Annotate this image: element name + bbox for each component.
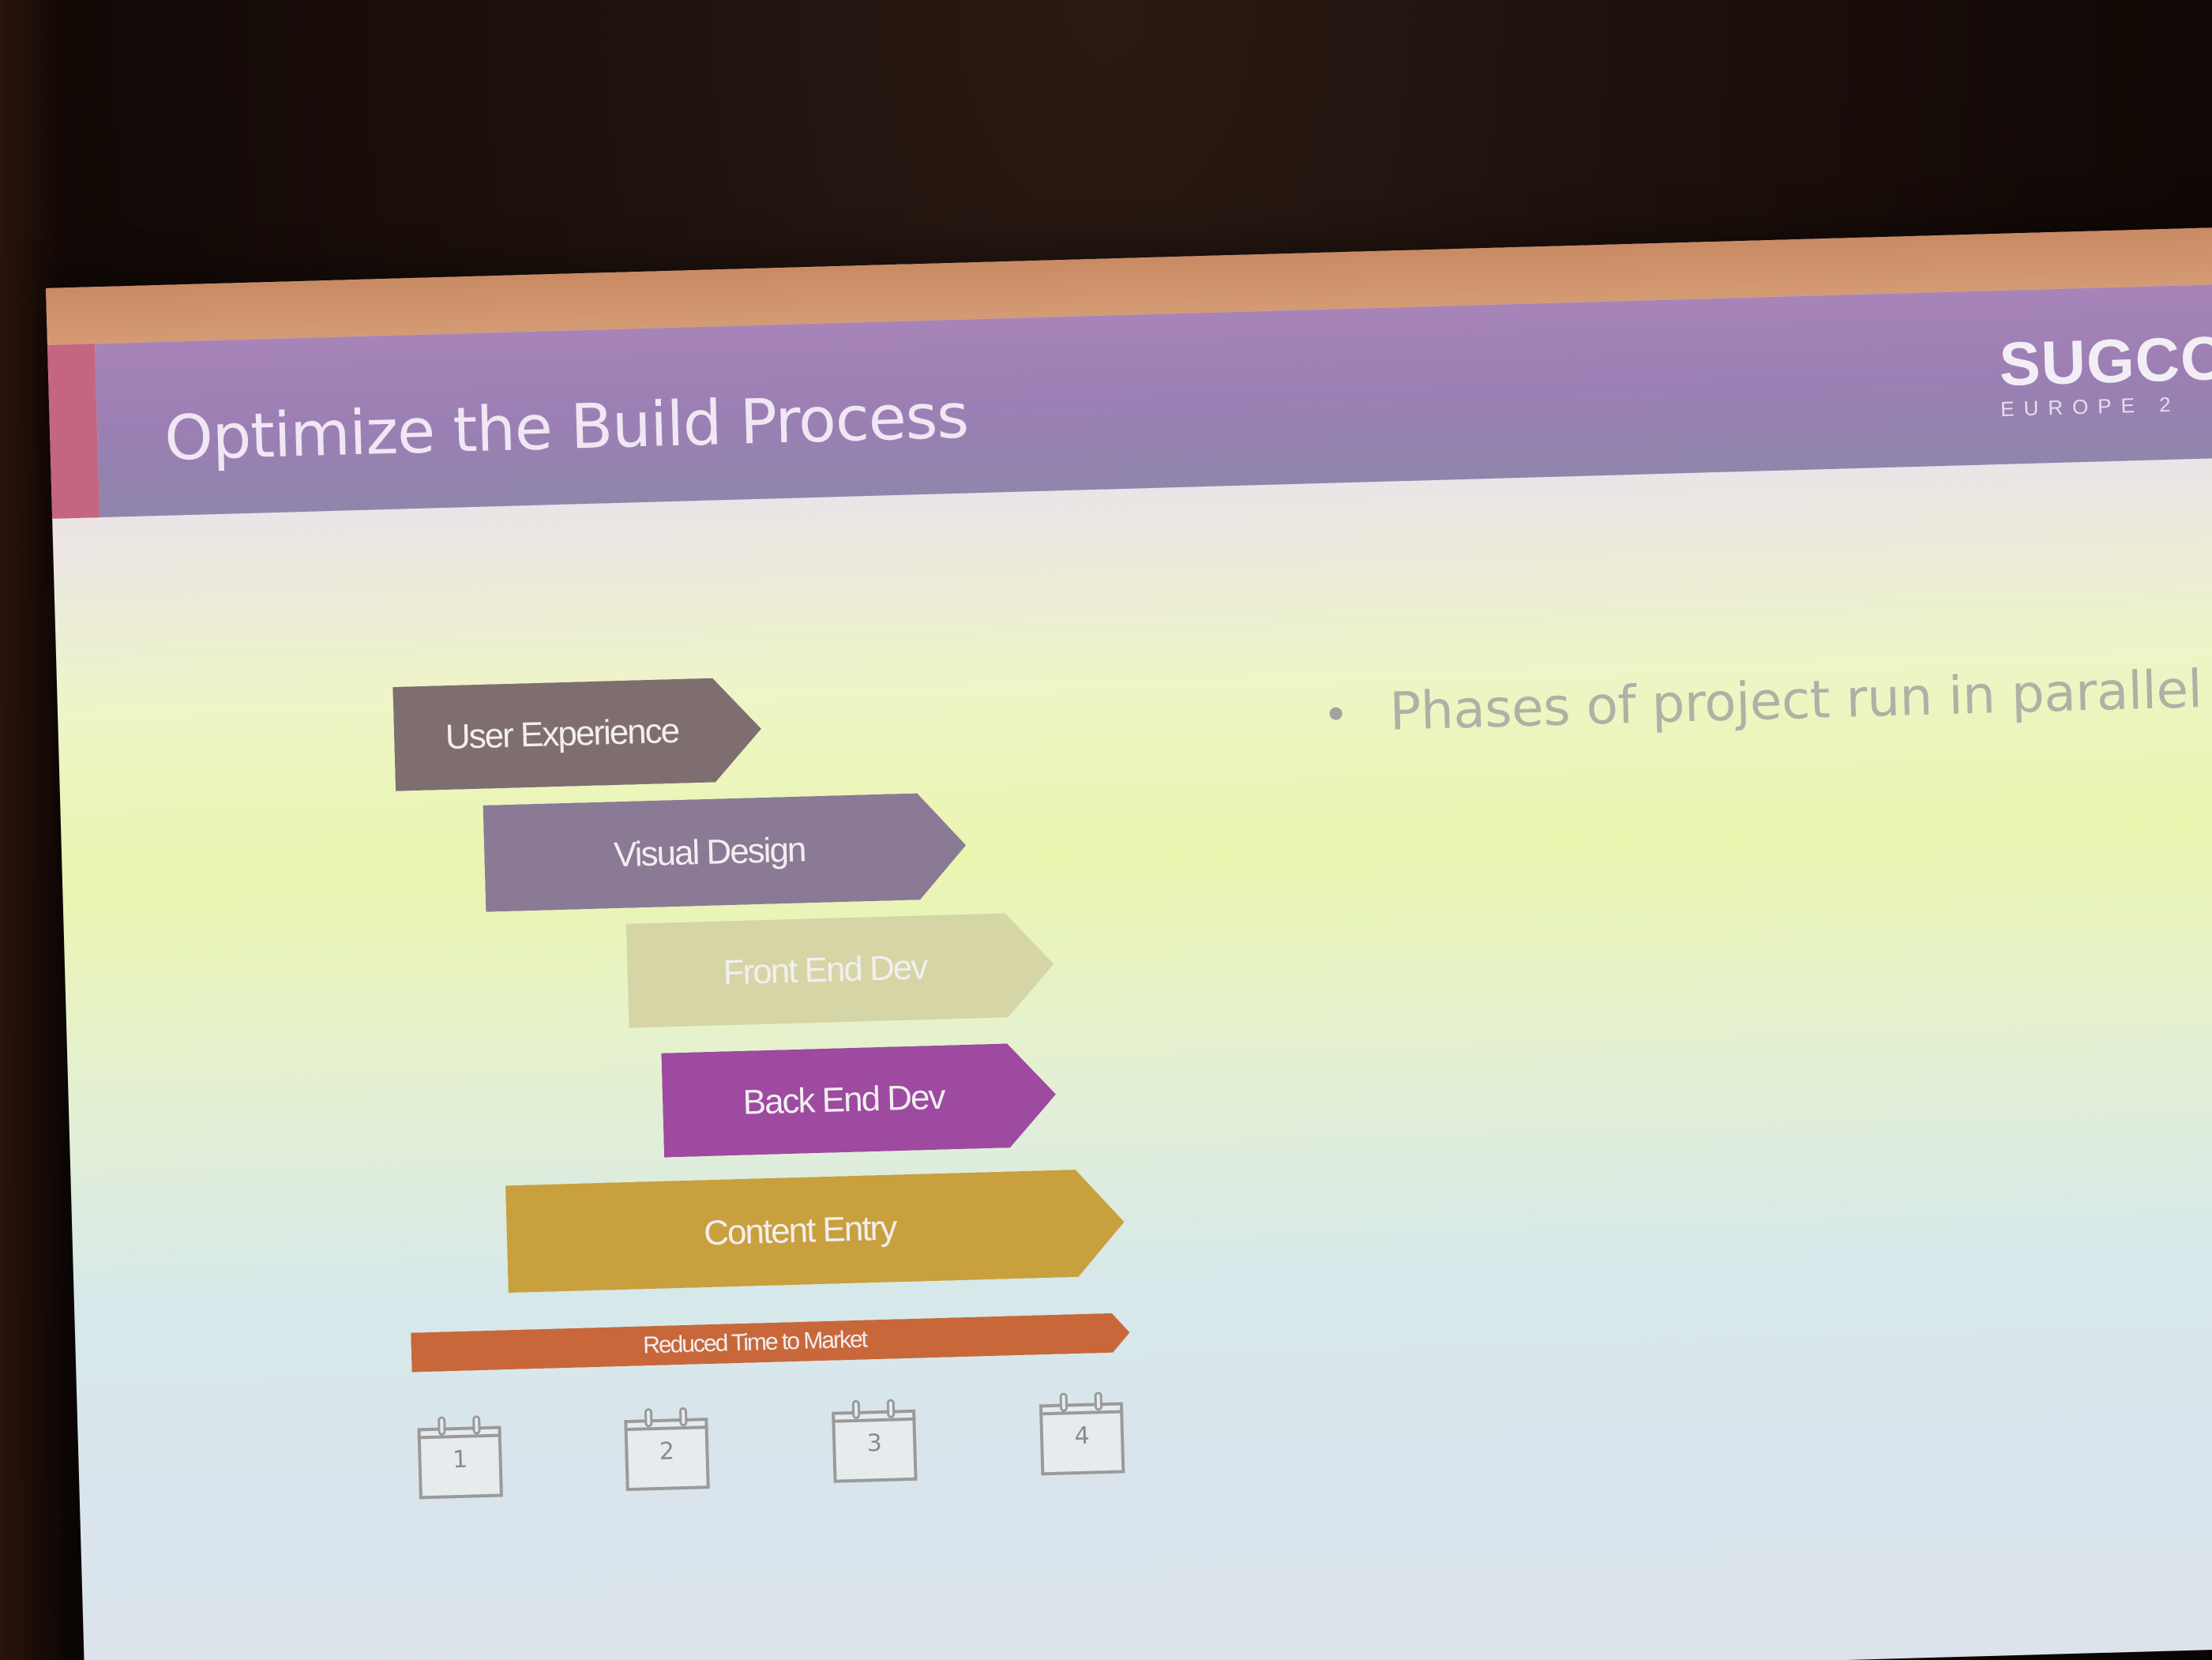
phase-arrow-front-end-dev: Front End Dev	[626, 912, 1055, 1028]
calendar-icon: 2	[624, 1403, 713, 1492]
phase-arrow-content-entry: Content Entry	[505, 1168, 1125, 1293]
calendar-number: 3	[866, 1429, 883, 1458]
phase-label: Front End Dev	[723, 948, 927, 993]
calendar-icon: 3	[832, 1395, 921, 1483]
phase-label: Content Entry	[703, 1208, 896, 1253]
timeline-bar: Reduced Time to Market	[411, 1313, 1130, 1372]
phase-label: User Experience	[445, 711, 679, 757]
calendar-icon: 1	[417, 1411, 506, 1500]
title-accent-bar	[47, 344, 100, 519]
conference-logo: SUGCO EUROPE 2	[1998, 322, 2212, 422]
calendar-number: 2	[659, 1437, 675, 1466]
calendar-number: 4	[1074, 1422, 1091, 1451]
calendar-icon: 4	[1038, 1388, 1128, 1476]
phase-label: Visual Design	[613, 829, 806, 874]
phase-arrow-visual-design: Visual Design	[483, 792, 967, 912]
phase-arrow-user-experience: User Experience	[392, 677, 763, 791]
bullet-text: Phases of project run in parallel	[1388, 658, 2203, 742]
projected-slide: Optimize the Build Process SUGCO EUROPE …	[46, 226, 2212, 1660]
bullet-dot-icon	[1329, 706, 1343, 720]
phase-label: Back End Dev	[742, 1077, 945, 1122]
room-left-edge	[0, 0, 63, 1660]
calendar-number: 1	[452, 1445, 468, 1474]
logo-text: SUGCO	[1998, 322, 2212, 399]
bullet-list: Phases of project run in parallel	[1329, 659, 2203, 744]
timeline-label: Reduced Time to Market	[642, 1326, 867, 1359]
phase-arrow-back-end-dev: Back End Dev	[661, 1042, 1057, 1158]
